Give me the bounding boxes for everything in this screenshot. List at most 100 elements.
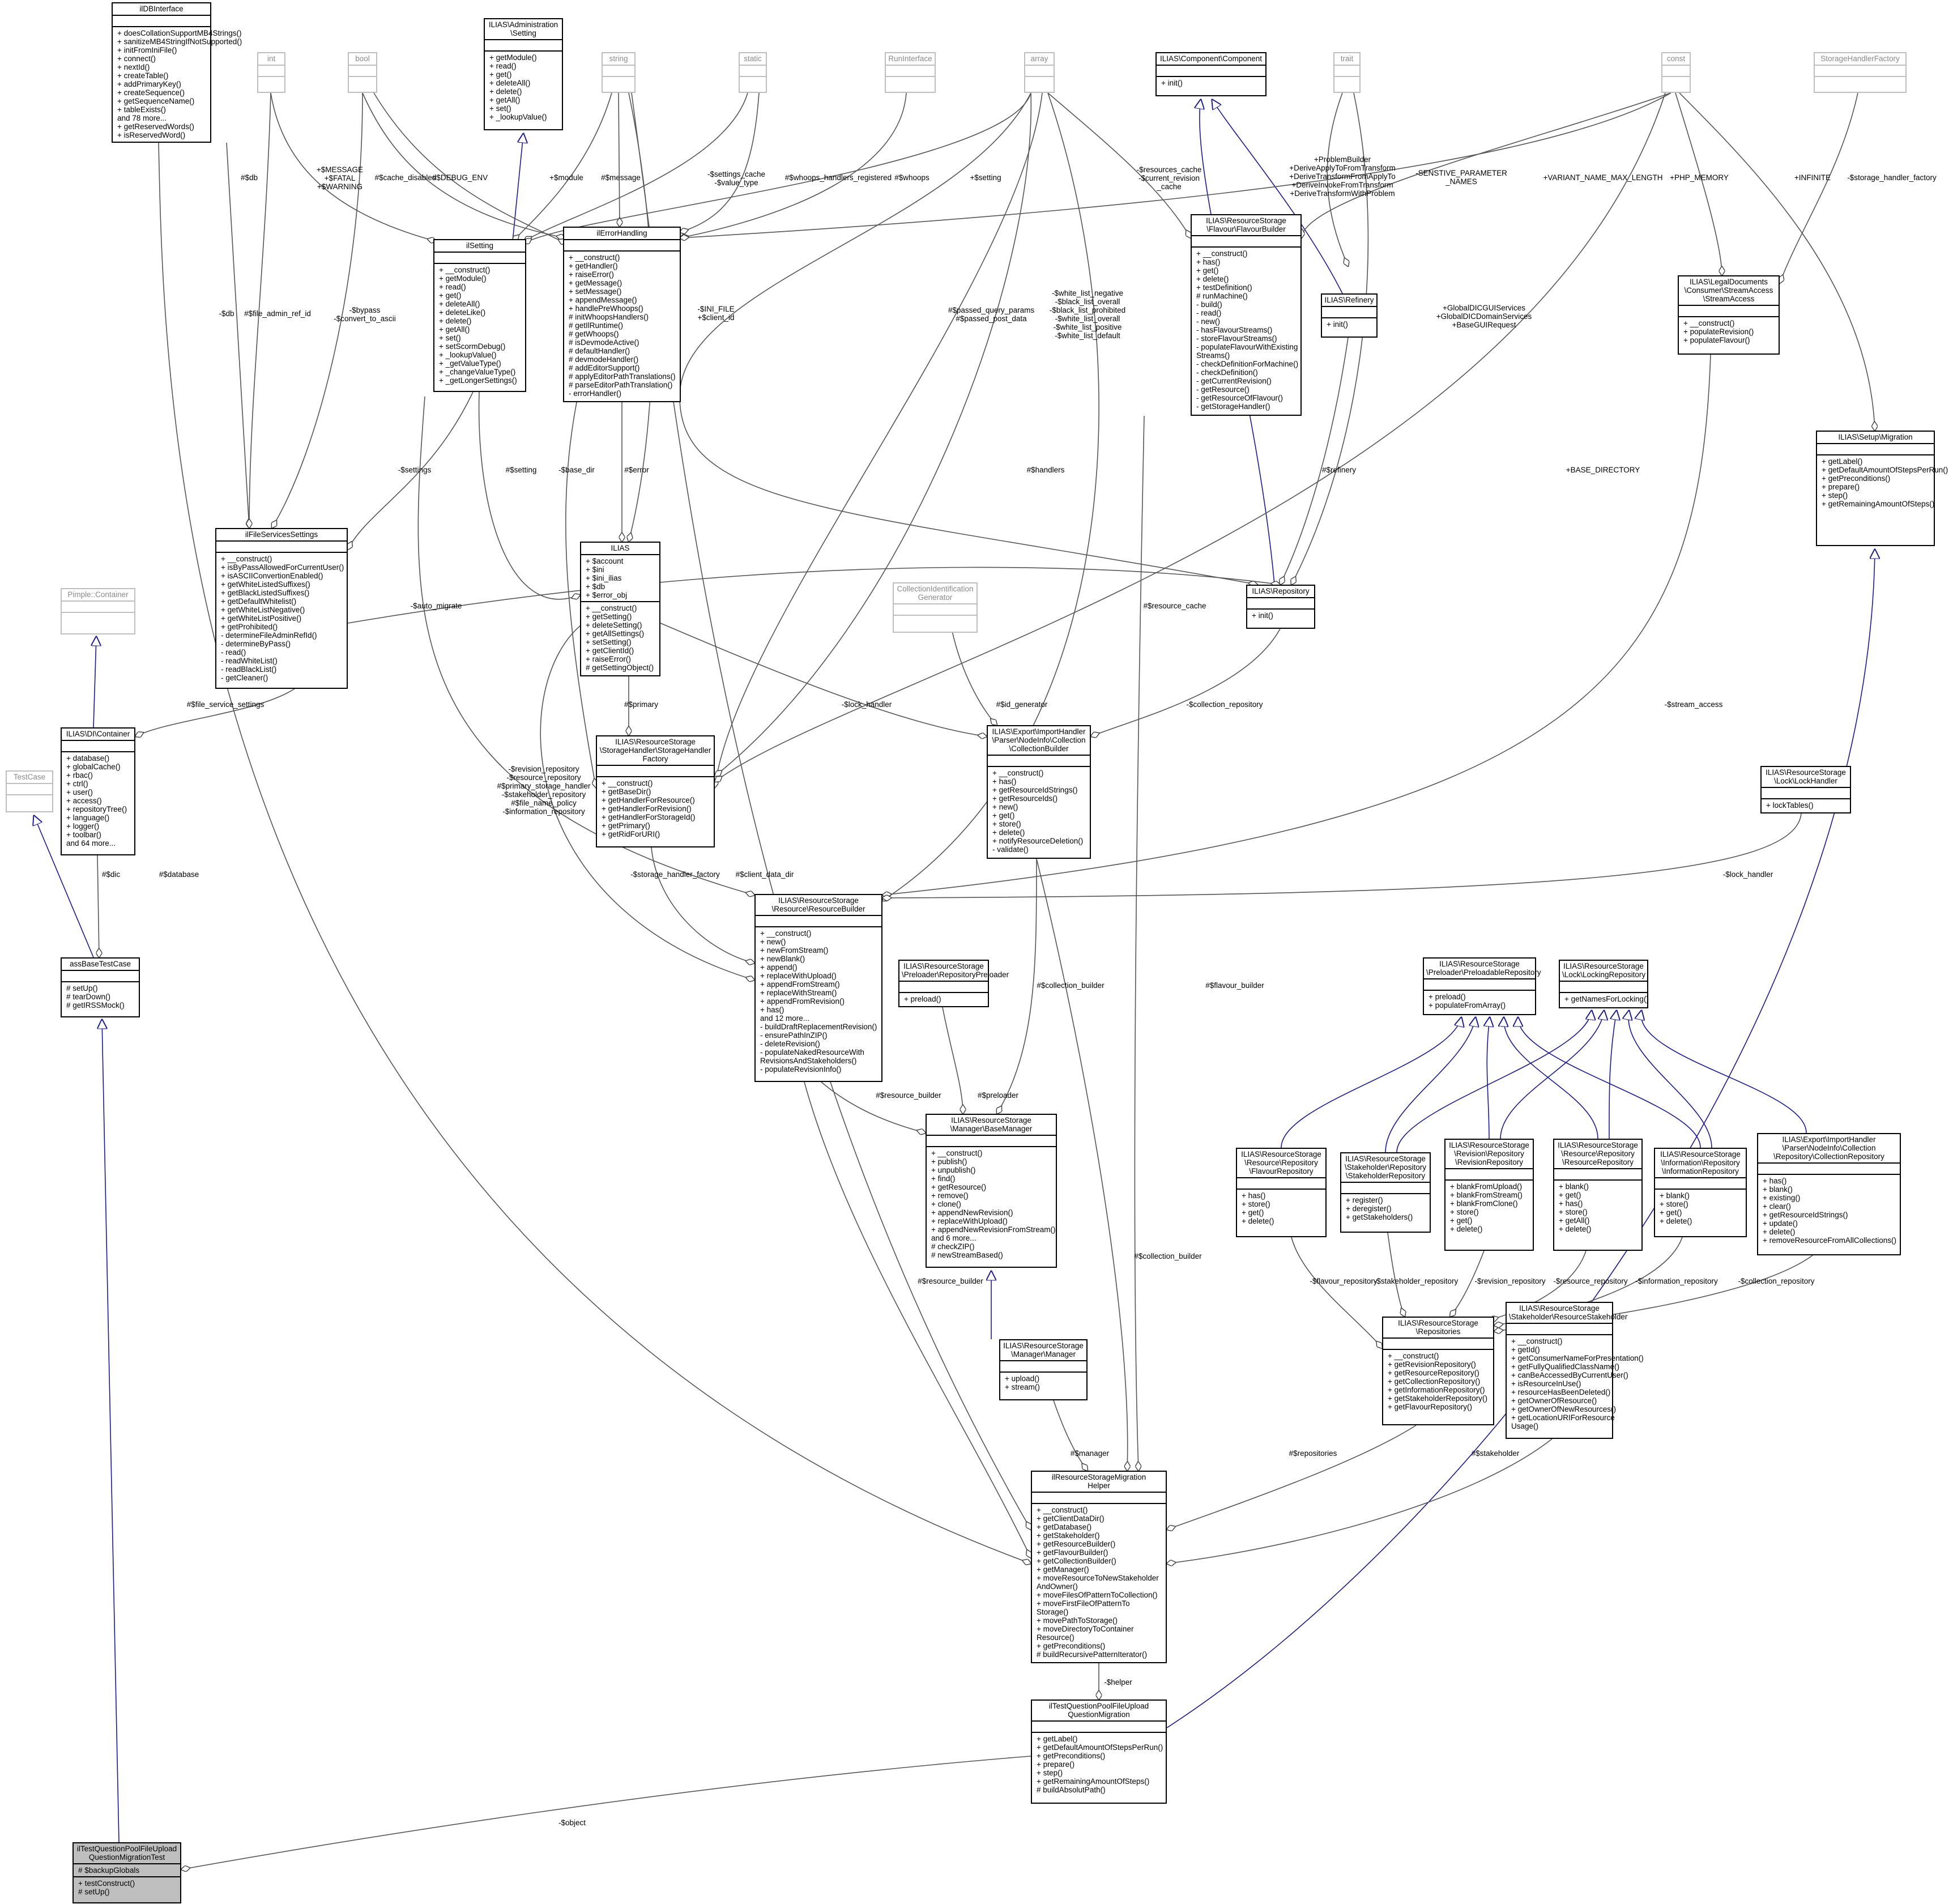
class-node-repositories[interactable]: ILIAS\ResourceStorage\Repositories+ __co… bbox=[1382, 1317, 1494, 1425]
class-title-line: string bbox=[609, 54, 628, 63]
assoc-setting-setting bbox=[524, 92, 1031, 244]
class-node-resstakeholder[interactable]: ILIAS\ResourceStorage\Stakeholder\Resour… bbox=[1506, 1302, 1644, 1439]
class-node-array[interactable]: array bbox=[1024, 52, 1055, 93]
edge-label-line: #$stakeholder bbox=[1472, 1449, 1520, 1458]
class-node-basemanager[interactable]: ILIAS\ResourceStorage\Manager\BaseManage… bbox=[926, 1114, 1057, 1268]
class-node-testcase[interactable]: TestCase bbox=[6, 770, 53, 812]
class-node-const[interactable]: const bbox=[1661, 52, 1691, 93]
edge-label-line: #$resource_builder bbox=[876, 1091, 941, 1100]
class-method: + set() bbox=[439, 334, 461, 342]
class-node-storagehandlerfactory[interactable]: StorageHandlerFactory bbox=[1814, 52, 1907, 93]
edge-label-e-global-dic: +GlobalDICGUIServices+GlobalDICDomainSer… bbox=[1436, 304, 1532, 329]
class-method: + getWhiteListedSuffixes() bbox=[221, 580, 310, 589]
class-node-trait[interactable]: trait bbox=[1333, 52, 1361, 93]
class-node-ilsetting[interactable]: ilSetting+ __construct()+ getModule()+ r… bbox=[433, 239, 526, 392]
class-method: + init() bbox=[1161, 79, 1183, 87]
class-title-line: \Repository\CollectionRepository bbox=[1773, 1152, 1884, 1161]
class-method: + has() bbox=[1196, 258, 1221, 266]
class-method: + preload() bbox=[1428, 993, 1466, 1001]
class-node-streamaccess[interactable]: ILIAS\LegalDocuments\Consumer\StreamAcce… bbox=[1678, 275, 1780, 355]
class-title: ilErrorHandling bbox=[564, 228, 680, 240]
class-method: + addPrimaryKey() bbox=[117, 80, 181, 88]
class-method: - read() bbox=[221, 648, 246, 657]
assoc-fss-settings bbox=[348, 391, 474, 550]
class-methods-compartment: + blank()+ store()+ get()+ delete() bbox=[1655, 1190, 1746, 1227]
edge-label-e-message-fatal: +$MESSAGE+$FATAL+$WARNING bbox=[317, 165, 363, 191]
assoc-fss-db bbox=[226, 142, 249, 528]
class-node-dicontainer[interactable]: ILIAS\DI\Container+ database()+ globalCa… bbox=[61, 727, 135, 855]
edge-label-e-preloader: #$preloader bbox=[978, 1091, 1019, 1100]
class-method: - buildDraftReplacementRevision() bbox=[760, 1023, 877, 1031]
class-method: + get() bbox=[439, 291, 462, 300]
class-method: + moveDirectoryToContainer bbox=[1037, 1625, 1134, 1633]
class-method: + step() bbox=[1037, 1769, 1063, 1777]
class-title-line: ilSetting bbox=[466, 241, 494, 250]
edge-label-line: #$resource_cache bbox=[1143, 602, 1206, 610]
class-node-int[interactable]: int bbox=[257, 52, 285, 93]
class-node-static[interactable]: static bbox=[739, 52, 767, 93]
edge-label-line: #$handlers bbox=[1027, 466, 1065, 474]
class-node-collbuilder[interactable]: ILIAS\Export\ImportHandler\Parser\NodeIn… bbox=[987, 725, 1091, 859]
class-node-string[interactable]: string bbox=[602, 52, 636, 93]
edge-label-e-variant: +VARIANT_NAME_MAX_LENGTH bbox=[1543, 173, 1663, 182]
edge-label-e-client-data-dir: #$client_data_dir bbox=[736, 870, 794, 879]
class-node-repopreloader[interactable]: ILIAS\ResourceStorage\Preloader\Reposito… bbox=[898, 960, 1009, 1007]
class-method: + store() bbox=[1559, 1208, 1588, 1216]
class-node-flavourrepo[interactable]: ILIAS\ResourceStorage\Resource\Repositor… bbox=[1236, 1148, 1327, 1237]
class-method: and 64 more... bbox=[66, 839, 116, 847]
class-node-manager[interactable]: ILIAS\ResourceStorage\Manager\Manager+ u… bbox=[999, 1339, 1088, 1400]
class-title-line: \Manager\BaseManager bbox=[950, 1124, 1033, 1133]
class-node-admin_setting[interactable]: ILIAS\Administration\Setting+ getModule(… bbox=[484, 18, 563, 130]
class-node-revisionrepo[interactable]: ILIAS\ResourceStorage\Revision\Repositor… bbox=[1444, 1139, 1534, 1251]
class-node-resourcerepo[interactable]: ILIAS\ResourceStorage\Resource\Repositor… bbox=[1553, 1139, 1643, 1251]
class-node-ilfileservicessettings[interactable]: ilFileServicesSettings+ __construct()+ i… bbox=[215, 528, 348, 689]
class-method: + doesCollationSupportMB4Strings() bbox=[117, 29, 242, 37]
class-node-refinery[interactable]: ILIAS\Refinery+ init() bbox=[1321, 293, 1378, 338]
class-node-collrepo[interactable]: ILIAS\Export\ImportHandler\Parser\NodeIn… bbox=[1757, 1133, 1901, 1255]
class-title-line: ilErrorHandling bbox=[596, 229, 647, 237]
assoc-sa-phpmem bbox=[1675, 92, 1722, 275]
class-node-runinterface[interactable]: RunInterface bbox=[885, 52, 936, 93]
class-method: + lockTables() bbox=[1766, 801, 1814, 810]
inherit-refinery-component bbox=[1212, 100, 1343, 294]
class-attrs-compartment bbox=[434, 253, 525, 264]
class-node-bool[interactable]: bool bbox=[348, 52, 377, 93]
class-methods-compartment: # setUp()# tearDown()# getIRSSMock() bbox=[62, 982, 139, 1011]
class-node-pimple[interactable]: Pimple::Container bbox=[61, 588, 135, 634]
class-node-stakeholderrepo[interactable]: ILIAS\ResourceStorage\Stakeholder\Reposi… bbox=[1340, 1152, 1431, 1233]
class-title: ilSetting bbox=[434, 240, 525, 253]
class-node-component[interactable]: ILIAS\Component\Component+ init() bbox=[1155, 52, 1267, 96]
class-node-lockhandler[interactable]: ILIAS\ResourceStorage\Lock\LockHandler+ … bbox=[1760, 766, 1851, 813]
class-node-ilias[interactable]: ILIAS+ $account+ $ini+ $ini_ilias+ $db+ … bbox=[580, 542, 660, 676]
class-method: + get() bbox=[1559, 1191, 1581, 1199]
class-methods-compartment: + init() bbox=[1322, 318, 1376, 330]
class-node-shfactory[interactable]: ILIAS\ResourceStorage\StorageHandler\Sto… bbox=[596, 735, 715, 847]
class-node-assbasetestcase[interactable]: assBaseTestCase# setUp()# tearDown()# ge… bbox=[61, 957, 140, 1017]
class-node-resbuilder[interactable]: ILIAS\ResourceStorage\Resource\ResourceB… bbox=[754, 894, 882, 1082]
class-node-flavourbuilder[interactable]: ILIAS\ResourceStorage\Flavour\FlavourBui… bbox=[1191, 214, 1302, 416]
assoc-repos-revision bbox=[1450, 1250, 1485, 1317]
class-node-preloadablerepo[interactable]: ILIAS\ResourceStorage\Preloader\Preloada… bbox=[1423, 957, 1541, 1015]
class-method: + blank() bbox=[1763, 1185, 1793, 1194]
edge-label-line: -$stakeholder_repository bbox=[1374, 1277, 1459, 1285]
class-node-lockingrepo[interactable]: ILIAS\ResourceStorage\Lock\LockingReposi… bbox=[1559, 960, 1649, 1008]
class-title: ilFileServicesSettings bbox=[216, 529, 347, 542]
class-node-ilerrorhandling[interactable]: ilErrorHandling+ __construct()+ getHandl… bbox=[563, 227, 681, 402]
class-node-ildbinterface[interactable]: ilDBInterface+ doesCollationSupportMB4St… bbox=[112, 2, 242, 143]
class-node-inforepo[interactable]: ILIAS\ResourceStorage\Information\Reposi… bbox=[1654, 1148, 1747, 1237]
edge-label-line: +BASE_DIRECTORY bbox=[1566, 466, 1640, 474]
edge-label-e-cache-disabled: #$cache_disabled bbox=[375, 173, 437, 182]
class-method: + getAll() bbox=[1559, 1216, 1590, 1225]
inherit-stakeholderrepo-locking bbox=[1396, 1011, 1592, 1153]
class-node-repository[interactable]: ILIAS\Repository+ init() bbox=[1246, 585, 1315, 629]
inherit-inforepo-locking bbox=[1628, 1011, 1712, 1148]
class-method: + deleteSetting() bbox=[586, 621, 642, 629]
class-method: + movePathToStorage() bbox=[1037, 1616, 1118, 1625]
class-title-line: \StakeholderRepository bbox=[1345, 1172, 1426, 1180]
class-node-setupmigration[interactable]: ILIAS\Setup\Migration+ getLabel()+ getDe… bbox=[1816, 431, 1948, 546]
class-method: + appendFromRevision() bbox=[760, 997, 845, 1006]
